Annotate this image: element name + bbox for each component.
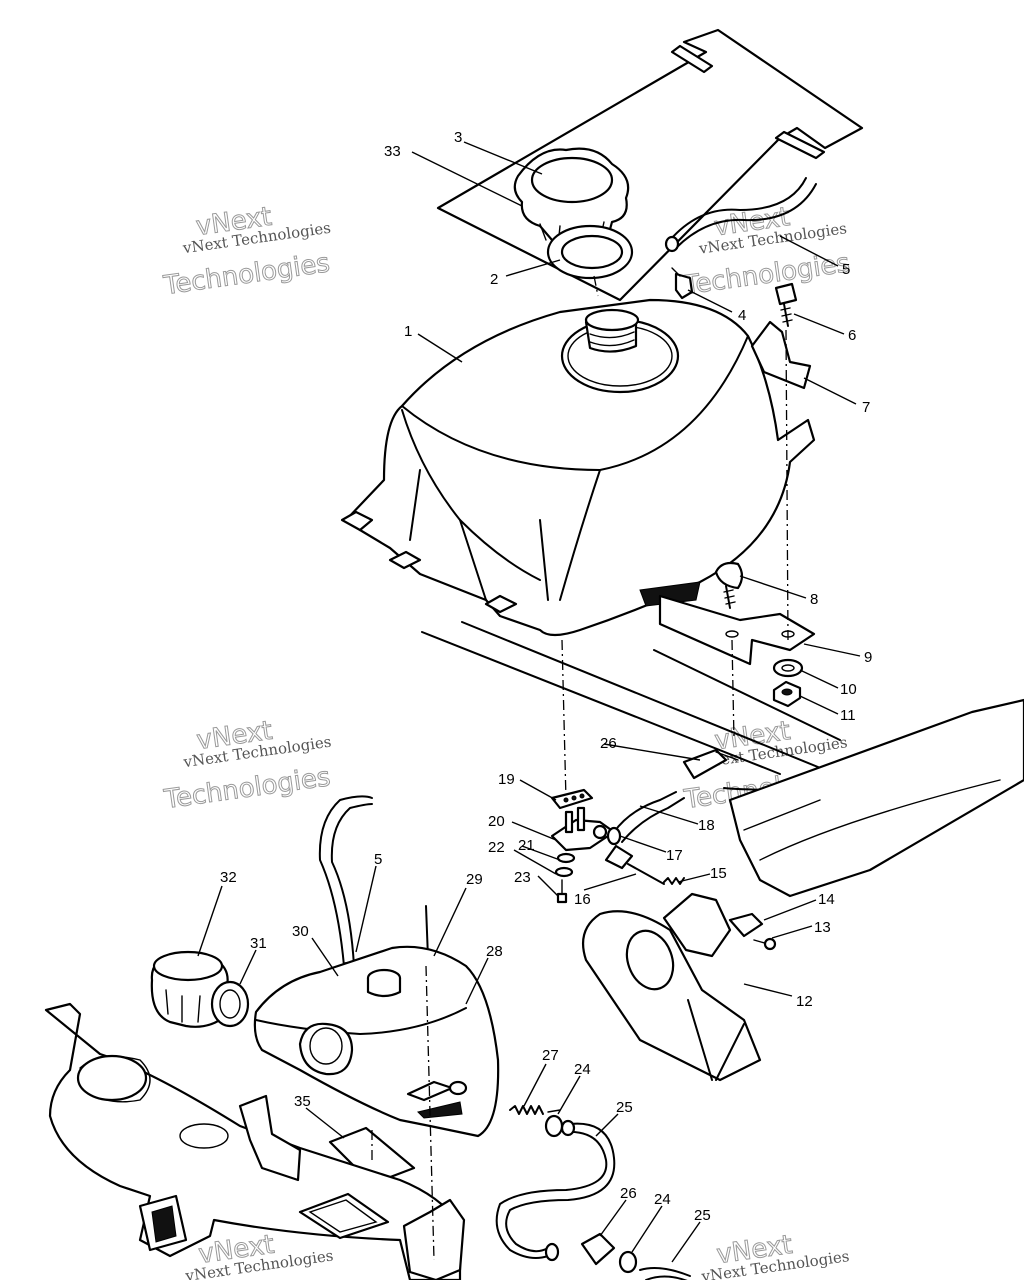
callout-25-upper: 25 <box>616 1099 633 1116</box>
callout-18: 18 <box>698 817 715 834</box>
callout-9: 9 <box>864 649 872 666</box>
callout-12: 12 <box>796 993 813 1010</box>
callout-27: 27 <box>542 1047 559 1064</box>
gasket-ring <box>546 224 634 280</box>
watermark-bottom-left: vNext vNext Technologies <box>183 1229 334 1280</box>
callout-31: 31 <box>250 935 267 952</box>
screw-23 <box>556 879 568 904</box>
callout-30: 30 <box>292 923 309 940</box>
callout-11: 11 <box>840 707 856 724</box>
callout-21: 21 <box>518 837 535 854</box>
oil-tank <box>253 945 500 1138</box>
centerline-e <box>425 965 435 1261</box>
vent-hose-lower <box>318 795 373 967</box>
clamp-17 <box>606 826 622 846</box>
callout-20: 20 <box>488 813 505 830</box>
rod-16 <box>604 844 665 885</box>
hose-25b <box>639 1267 691 1280</box>
washer-22 <box>554 866 574 878</box>
spring-15 <box>663 877 685 885</box>
callout-24-upper: 24 <box>574 1061 591 1078</box>
callout-8: 8 <box>810 591 818 608</box>
watermark-bottom-right: vNext vNext Technologies <box>699 1229 850 1280</box>
washer-21 <box>556 852 576 864</box>
centerline-b <box>731 639 735 741</box>
callout-10: 10 <box>840 681 857 698</box>
callout-2: 2 <box>490 271 498 288</box>
spring-27 <box>509 1105 544 1115</box>
mount-bracket-9 <box>658 594 816 666</box>
bolt-6 <box>774 282 798 327</box>
callout-14: 14 <box>818 891 835 908</box>
clamp-24a <box>544 1109 564 1138</box>
frame-rail <box>421 621 941 793</box>
frame-tube-12 <box>582 910 762 1082</box>
vent-hose-upper <box>669 177 817 249</box>
washer-10 <box>772 658 804 678</box>
callout-16: 16 <box>574 891 591 908</box>
fuel-cap <box>513 147 630 252</box>
callout-29: 29 <box>466 871 483 888</box>
callout-labels: 33 3 2 1 5 4 6 7 8 9 10 11 26 19 18 20 1… <box>220 129 872 1224</box>
watermark-top-left: vNext vNext Technologies Technologies <box>161 201 333 301</box>
fitting-26-lower <box>580 1232 616 1266</box>
callout-5-lower: 5 <box>374 851 382 868</box>
callout-32: 32 <box>220 869 237 886</box>
callout-28: 28 <box>486 943 503 960</box>
centerline-c <box>785 329 789 641</box>
elbow-fitting <box>671 267 694 300</box>
petcock-valve <box>550 806 616 852</box>
callout-7: 7 <box>862 399 870 416</box>
callout-22: 22 <box>488 839 505 856</box>
nut-11 <box>772 680 802 708</box>
callout-15: 15 <box>710 865 727 882</box>
hose-end-25 <box>560 1119 576 1137</box>
bolt-8 <box>714 561 744 609</box>
leader-lines <box>197 141 861 1263</box>
clamp-24b <box>618 1250 638 1274</box>
callout-35: 35 <box>294 1093 311 1110</box>
oil-cap <box>150 950 230 1028</box>
callout-33: 33 <box>384 143 401 160</box>
clamp-24c <box>544 1242 560 1262</box>
plate-19 <box>550 788 594 810</box>
hose-end <box>664 235 680 253</box>
callout-1: 1 <box>404 323 412 340</box>
screw-13 <box>753 937 777 951</box>
callout-6: 6 <box>848 327 856 344</box>
callout-26-upper: 26 <box>600 735 617 752</box>
bracket-7 <box>750 320 812 390</box>
callout-25-lower: 25 <box>694 1207 711 1224</box>
pad-plate <box>436 28 864 302</box>
callout-19: 19 <box>498 771 515 788</box>
callout-3: 3 <box>454 129 462 146</box>
callout-24-lower: 24 <box>654 1191 671 1208</box>
fitting-26-upper <box>682 748 739 780</box>
callout-17: 17 <box>666 847 683 864</box>
callout-4: 4 <box>738 307 746 324</box>
callout-5-upper: 5 <box>842 261 850 278</box>
hose-25 <box>495 1122 616 1259</box>
choke-bracket-14 <box>662 892 764 958</box>
watermark-mid-left: vNext vNext Technologies Technologies <box>161 715 333 815</box>
centerline-d <box>593 275 599 297</box>
fuel-tank <box>340 298 816 637</box>
callout-26-lower: 26 <box>620 1185 637 1202</box>
centerline-a <box>561 639 567 801</box>
callout-13: 13 <box>814 919 831 936</box>
gasket-31 <box>210 980 250 1028</box>
frame-tube-right <box>728 698 1024 898</box>
callout-23: 23 <box>514 869 531 886</box>
